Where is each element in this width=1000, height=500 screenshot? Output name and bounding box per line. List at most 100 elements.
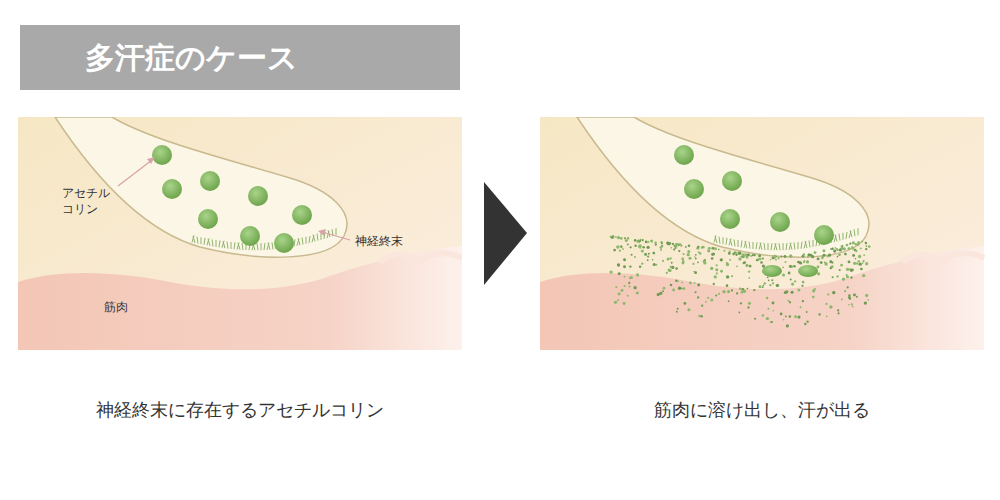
sweat-dot: [760, 261, 763, 264]
sweat-dot: [627, 237, 629, 239]
sweat-dot: [728, 300, 730, 302]
sweat-dot: [740, 302, 742, 304]
sweat-dot: [806, 311, 808, 313]
sweat-dot: [655, 244, 657, 246]
sweat-dot: [841, 245, 843, 247]
sweat-dot: [780, 256, 782, 258]
sweat-dot: [799, 261, 802, 264]
sweat-dot: [714, 275, 717, 278]
sweat-dot: [846, 244, 849, 247]
sweat-dot: [833, 291, 836, 294]
sweat-dot: [782, 273, 785, 276]
sweat-dot: [685, 246, 687, 248]
sweat-dot: [791, 291, 794, 294]
sweat-dot: [623, 285, 625, 287]
step-caption: 神経終末に存在するアセチルコリン: [96, 398, 384, 421]
sweat-dot: [688, 244, 691, 247]
sweat-dot: [647, 255, 649, 257]
membrane-hair: [309, 236, 310, 243]
sweat-dot: [683, 253, 685, 255]
membrane-hair: [216, 240, 217, 247]
sweat-dot: [845, 274, 847, 276]
sweat-dot: [758, 254, 761, 257]
sweat-dot: [744, 261, 746, 263]
sweat-dot: [812, 296, 815, 299]
sweat-dot: [787, 300, 789, 302]
sweat-dot: [800, 306, 802, 308]
sweat-dot: [726, 284, 729, 287]
sweat-dot: [785, 316, 787, 318]
sweat-dot: [842, 278, 845, 281]
sweat-dot: [621, 246, 623, 248]
sweat-dot: [729, 259, 731, 261]
sweat-dot: [718, 249, 720, 251]
sweat-dot: [697, 246, 699, 248]
sweat-dot: [832, 248, 834, 250]
sweat-dot: [803, 253, 806, 256]
sweat-dot: [822, 249, 825, 252]
sweat-dot: [617, 299, 619, 301]
sweat-dot: [794, 315, 797, 318]
membrane-hair: [321, 233, 322, 240]
sweat-dot: [739, 288, 741, 290]
sweat-dot: [762, 257, 764, 259]
membrane-hair: [302, 237, 303, 244]
sweat-dot: [763, 282, 766, 285]
sweat-dot: [786, 324, 789, 327]
sweat-dot: [801, 285, 803, 287]
sweat-dot: [660, 249, 662, 251]
sweat-dot: [852, 306, 854, 308]
step-arrow: [484, 182, 527, 285]
sweat-dot: [839, 269, 841, 271]
sweat-dot: [767, 308, 769, 310]
sweat-dot: [620, 245, 623, 248]
sweat-dot: [862, 262, 864, 264]
sweat-dot: [821, 256, 824, 259]
membrane-hair: [726, 238, 727, 245]
sweat-dot: [631, 254, 633, 256]
sweat-dot: [638, 245, 640, 247]
sweat-dot: [670, 266, 672, 268]
sweat-dot: [715, 268, 718, 271]
sweat-dot: [859, 263, 862, 266]
sweat-dot: [741, 291, 744, 294]
sweat-dot: [829, 260, 832, 263]
membrane-hair: [219, 240, 220, 247]
sweat-dot: [715, 294, 717, 296]
membrane-hair: [201, 237, 202, 244]
sweat-dot: [759, 258, 762, 261]
membrane-hair: [813, 240, 814, 247]
sweat-dot: [860, 268, 863, 271]
sweat-dot: [716, 264, 718, 266]
sweat-dot: [817, 266, 820, 269]
sweat-dot: [701, 247, 703, 249]
sweat-dot: [713, 283, 715, 285]
sweat-dot: [621, 289, 624, 292]
sweat-dot: [670, 257, 672, 259]
membrane-hair: [779, 243, 780, 250]
sweat-dot: [802, 281, 805, 284]
sweat-dot: [726, 275, 729, 278]
sweat-dot: [748, 277, 750, 279]
sweat-dot: [865, 245, 867, 247]
sweat-dot: [820, 261, 823, 264]
sweat-dot: [845, 253, 847, 255]
sweat-dot: [617, 263, 620, 266]
membrane-hair: [238, 243, 240, 250]
sweat-dot: [641, 250, 644, 253]
sweat-dot: [634, 245, 636, 247]
sweat-dot: [756, 259, 758, 261]
sweat-dot: [802, 300, 804, 302]
membrane-hair: [846, 232, 847, 239]
sweat-dot: [707, 249, 710, 252]
step-caption: 筋肉に溶け出し、汗が出る: [654, 398, 870, 421]
sweat-dot: [694, 271, 697, 274]
sweat-dot: [641, 262, 643, 264]
part-label: 神経終末: [355, 234, 403, 250]
membrane-hair: [227, 242, 228, 249]
sweat-dot: [721, 270, 723, 272]
sweat-dot: [667, 258, 670, 261]
sweat-dot: [737, 252, 740, 255]
membrane-hair: [786, 243, 787, 250]
sweat-dot: [742, 253, 745, 256]
